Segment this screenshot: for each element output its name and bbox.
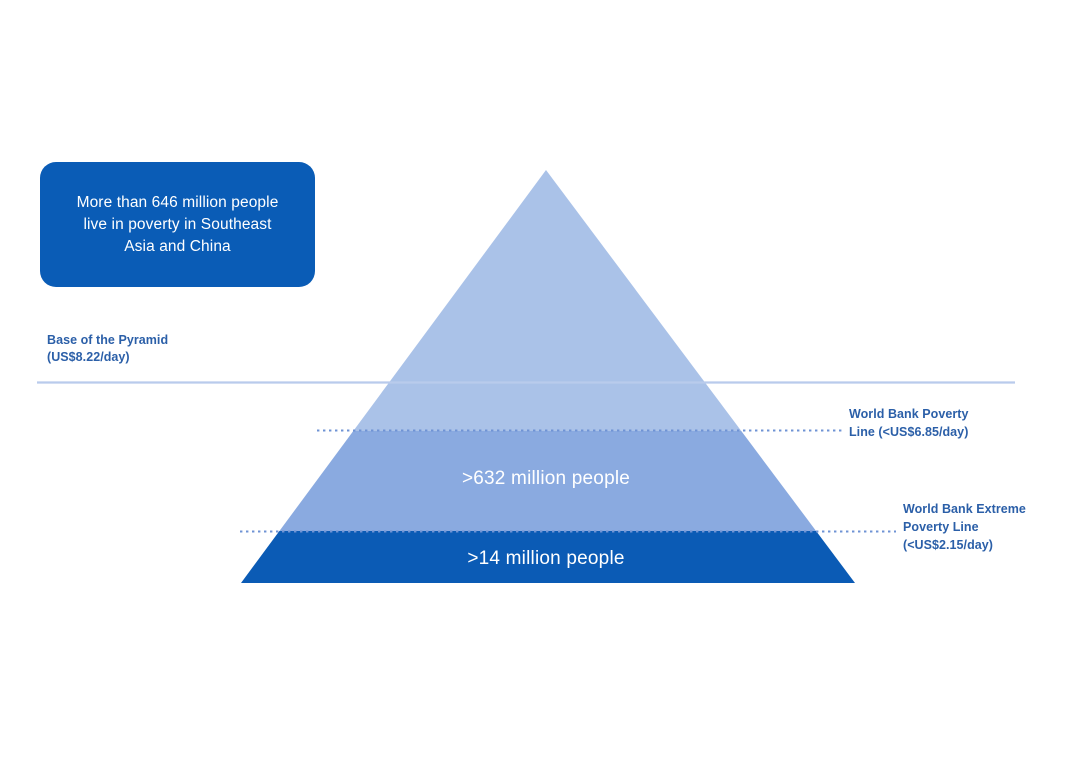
world-bank-extreme-poverty-line-label: World Bank Extreme Poverty Line (<US$2.1… xyxy=(903,501,1073,554)
callout-box: More than 646 million people live in pov… xyxy=(40,162,315,287)
middle-band-value-label: >632 million people xyxy=(461,468,631,489)
world-bank-poverty-line-label-line-1: World Bank Poverty xyxy=(849,407,969,421)
pyramid-band-bottom xyxy=(241,531,855,583)
world-bank-poverty-line-label-line-2: Line (<US$6.85/day) xyxy=(849,424,969,439)
world-bank-extreme-poverty-line-label-line-1: World Bank Extreme xyxy=(903,502,1026,516)
world-bank-poverty-line-label: World Bank Poverty Line (<US$6.85/day) xyxy=(849,406,1029,442)
base-of-pyramid-label: Base of the Pyramid (US$8.22/day) xyxy=(47,332,307,367)
pyramid-band-top xyxy=(241,170,855,431)
pyramid-band-middle xyxy=(241,431,855,531)
callout-line-2: live in poverty in Southeast xyxy=(83,215,272,233)
world-bank-extreme-poverty-line-label-line-3: (<US$2.15/day) xyxy=(903,537,993,552)
callout-line-3: Asia and China xyxy=(124,237,231,255)
pyramid-bands xyxy=(241,170,855,583)
base-of-pyramid-label-line-2: (US$8.22/day) xyxy=(47,350,130,365)
bottom-band-value-label: >14 million people xyxy=(467,548,625,569)
world-bank-extreme-poverty-line-label-line-2: Poverty Line xyxy=(903,519,979,534)
base-of-pyramid-label-line-1: Base of the Pyramid xyxy=(47,333,169,347)
callout-text: More than 646 million people live in pov… xyxy=(77,192,279,258)
callout-line-1: More than 646 million people xyxy=(76,193,279,211)
